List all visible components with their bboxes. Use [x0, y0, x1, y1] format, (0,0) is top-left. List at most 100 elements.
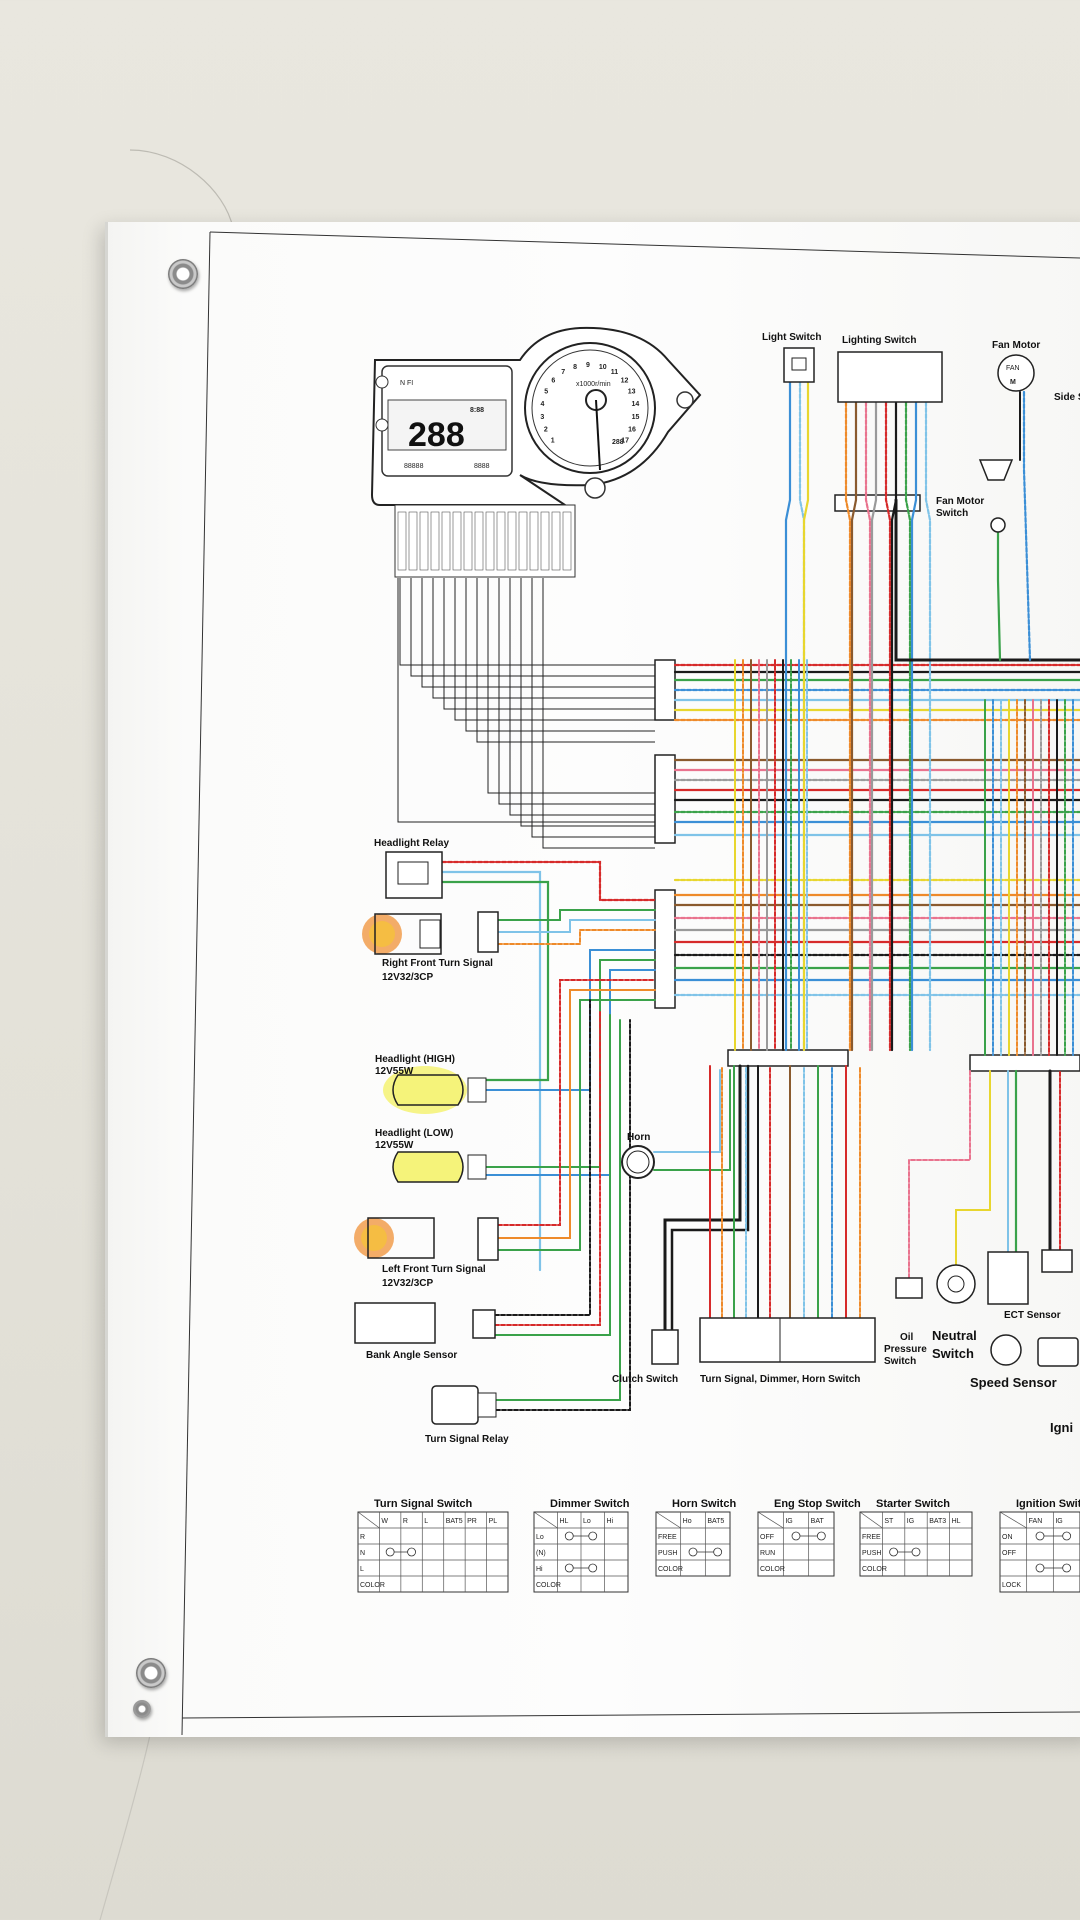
- switch-table-header: HL: [952, 1518, 961, 1525]
- switch-table-header: L: [424, 1518, 428, 1525]
- switch-table-header: ST: [884, 1518, 894, 1525]
- left-front-turn-signal: Left Front Turn Signal 12V32/3CP: [354, 1217, 499, 1289]
- switch-table-row-label: COLOR: [360, 1582, 385, 1589]
- ect-sensor-label: ECT Sensor: [1004, 1310, 1061, 1321]
- svg-text:M: M: [1010, 379, 1016, 386]
- speed-sensor-label: Speed Sensor: [970, 1375, 1057, 1390]
- switch-table-header: HL: [560, 1518, 569, 1525]
- switch-table-title: Turn Signal Switch: [374, 1498, 472, 1510]
- turn-dimmer-horn-switch: Turn Signal, Dimmer, Horn Switch: [699, 1317, 876, 1385]
- tach-tick-label: 17: [621, 438, 629, 445]
- gauge-odometer: 88888: [404, 463, 424, 470]
- tach-tick-label: 14: [631, 401, 639, 408]
- instrument-cluster: N FI 8:88 288 88888 8888 x1000r/min 288 …: [370, 326, 702, 578]
- headlight-relay-label: Headlight Relay: [374, 838, 449, 849]
- switch-table-title: Ignition Switch: [1016, 1498, 1080, 1510]
- switch-table-title: Starter Switch: [876, 1498, 950, 1510]
- tach-tick-label: 13: [628, 389, 636, 396]
- gauge-indicator-text: N FI: [400, 380, 413, 387]
- light-switch-label: Light Switch: [762, 332, 821, 343]
- switch-table-header: Lo: [583, 1518, 591, 1525]
- switch-table-title: Horn Switch: [672, 1498, 736, 1510]
- headlight-relay: Headlight Relay: [374, 838, 449, 899]
- switch-table-row-label: LOCK: [1002, 1582, 1021, 1589]
- left-front-turn-signal-label: Left Front Turn Signal: [382, 1264, 486, 1275]
- tach-tick-label: 7: [561, 369, 565, 376]
- oil-pressure-label-1: Oil: [900, 1332, 914, 1343]
- tach-tick-label: 4: [541, 401, 545, 408]
- tach-tick-label: 11: [611, 369, 619, 376]
- fan-motor-label: Fan Motor: [992, 340, 1040, 351]
- bank-angle-sensor: Bank Angle Sensor: [354, 1302, 496, 1361]
- switch-table-row-label: COLOR: [760, 1566, 785, 1573]
- fan-motor-switch-label-1: Fan Motor: [936, 496, 984, 507]
- ect-sensor: ECT Sensor: [987, 1249, 1073, 1321]
- tach-tick-label: 5: [544, 389, 548, 396]
- ignition-partial-label: Igni: [1050, 1420, 1073, 1435]
- switch-table-row-label: FREE: [658, 1534, 677, 1541]
- grommet-bottom-small: [133, 1700, 151, 1718]
- oil-pressure-label-2: Pressure: [884, 1344, 927, 1355]
- neutral-switch-label-1: Neutral: [932, 1328, 977, 1343]
- switch-table-row-label: OFF: [1002, 1550, 1016, 1557]
- turn-signal-relay: Turn Signal Relay: [425, 1385, 509, 1445]
- tach-tick-label: 2: [544, 427, 548, 434]
- diagram-border-left: [181, 231, 211, 1736]
- headlight-high-spec: 12V55W: [375, 1066, 414, 1077]
- gauge-trip: 8888: [474, 463, 490, 470]
- tach-tick-label: 15: [632, 414, 640, 421]
- oil-pressure-label-3: Switch: [884, 1356, 916, 1367]
- svg-text:FAN: FAN: [1006, 365, 1020, 372]
- turn-signal-relay-label: Turn Signal Relay: [425, 1434, 509, 1445]
- diagram-border-bottom: [181, 1711, 1080, 1719]
- switch-table-header: W: [381, 1518, 388, 1525]
- switch-table-row-label: R: [360, 1534, 365, 1541]
- tach-tick-label: 8: [573, 364, 577, 371]
- grommet-bottom-left: [136, 1658, 166, 1688]
- tach-tick-label: 16: [628, 427, 636, 434]
- switch-table-row-label: ON: [1002, 1534, 1013, 1541]
- banner-hem: [105, 222, 108, 1737]
- switch-table-header: PR: [467, 1518, 477, 1525]
- tach-tick-label: 6: [551, 378, 555, 385]
- tach-tick-label: 3: [540, 414, 544, 421]
- switch-table-header: Ho: [683, 1518, 692, 1525]
- headlight-low: Headlight (LOW) 12V55W: [375, 1128, 487, 1183]
- side-stand-label: Side S: [1054, 392, 1080, 403]
- lighting-switch-label: Lighting Switch: [842, 335, 916, 346]
- gauge-clock: 8:88: [470, 407, 484, 414]
- switch-table-row-label: OFF: [760, 1534, 774, 1541]
- switch-table-row-label: COLOR: [658, 1566, 683, 1573]
- switch-table-row-label: PUSH: [862, 1550, 881, 1557]
- clutch-switch-label: Clutch Switch: [612, 1374, 678, 1385]
- light-switch: Light Switch: [762, 332, 821, 383]
- switch-table-row-label: PUSH: [658, 1550, 677, 1557]
- switch-table-header: IG: [907, 1518, 914, 1525]
- switch-table-header: IG: [785, 1518, 792, 1525]
- headlight-low-spec: 12V55W: [375, 1140, 414, 1151]
- lighting-switch: Lighting Switch: [837, 335, 943, 403]
- turn-dimmer-horn-switch-label: Turn Signal, Dimmer, Horn Switch: [700, 1374, 860, 1385]
- neutral-switch-label-2: Switch: [932, 1346, 974, 1361]
- switch-table-title: Dimmer Switch: [550, 1498, 630, 1510]
- switch-table-header: BAT5: [707, 1518, 724, 1525]
- switch-table-row-label: (N): [536, 1550, 546, 1557]
- right-front-turn-signal-spec: 12V32/3CP: [382, 972, 433, 983]
- tach-readout: 288: [612, 439, 624, 446]
- wire-harness: [440, 380, 1080, 1411]
- tach-tick-label: 1: [551, 438, 555, 445]
- tach-unit: x1000r/min: [576, 381, 611, 388]
- switch-table-header: BAT5: [446, 1518, 463, 1525]
- switch-table-header: FAN: [1029, 1518, 1043, 1525]
- switch-table-header: R: [403, 1518, 408, 1525]
- switch-table-row-label: COLOR: [536, 1582, 561, 1589]
- horn: Horn: [621, 1132, 655, 1179]
- switch-table-row-label: COLOR: [862, 1566, 887, 1573]
- switch-table-header: IG: [1055, 1518, 1062, 1525]
- tach-tick-label: 10: [599, 364, 607, 371]
- switch-table-header: PL: [489, 1518, 498, 1525]
- oil-pressure-switch: Oil Pressure Switch: [884, 1277, 927, 1367]
